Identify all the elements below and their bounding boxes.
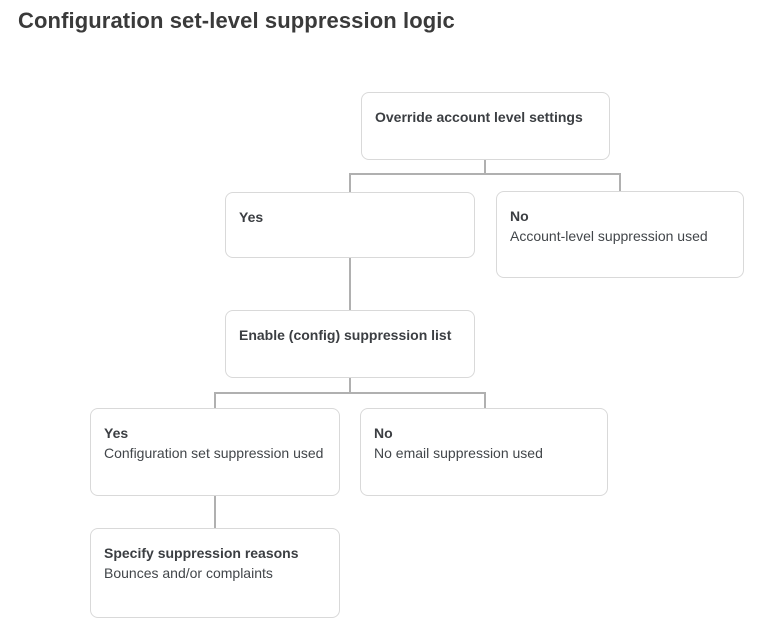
connector-rail1-to-yes1 — [349, 173, 351, 192]
node-title: Yes — [104, 425, 129, 441]
node-specify-suppression-reasons: Specify suppression reasons Bounces and/… — [90, 528, 340, 618]
node-title: Yes — [239, 209, 264, 225]
connector-rail2-to-no2 — [484, 392, 486, 408]
node-title: Enable (config) suppression list — [239, 327, 452, 343]
node-enable-yes: Yes Configuration set suppression used — [90, 408, 340, 496]
node-override-yes: Yes — [225, 192, 475, 258]
connector-yes1-to-enable — [349, 258, 351, 310]
connector-yes2-to-specify — [214, 496, 216, 528]
node-enable-config-suppression-list: Enable (config) suppression list — [225, 310, 475, 378]
connector-enable-down — [349, 378, 351, 394]
node-override-no: No Account-level suppression used — [496, 191, 744, 278]
node-subtitle: No email suppression used — [374, 445, 543, 461]
connector-rail-2 — [214, 392, 486, 394]
node-title: Override account level settings — [375, 109, 583, 125]
connector-override-down — [484, 160, 486, 175]
node-override-account-level-settings: Override account level settings — [361, 92, 610, 160]
node-enable-no: No No email suppression used — [360, 408, 608, 496]
connector-rail1-to-no1 — [619, 173, 621, 191]
connector-rail2-to-yes2 — [214, 392, 216, 408]
connector-rail-1 — [349, 173, 621, 175]
page-title: Configuration set-level suppression logi… — [18, 8, 455, 33]
node-title: Specify suppression reasons — [104, 545, 299, 561]
node-subtitle: Bounces and/or complaints — [104, 565, 273, 581]
node-title: No — [510, 208, 529, 224]
node-subtitle: Account-level suppression used — [510, 228, 708, 244]
node-subtitle: Configuration set suppression used — [104, 445, 324, 461]
node-title: No — [374, 425, 393, 441]
